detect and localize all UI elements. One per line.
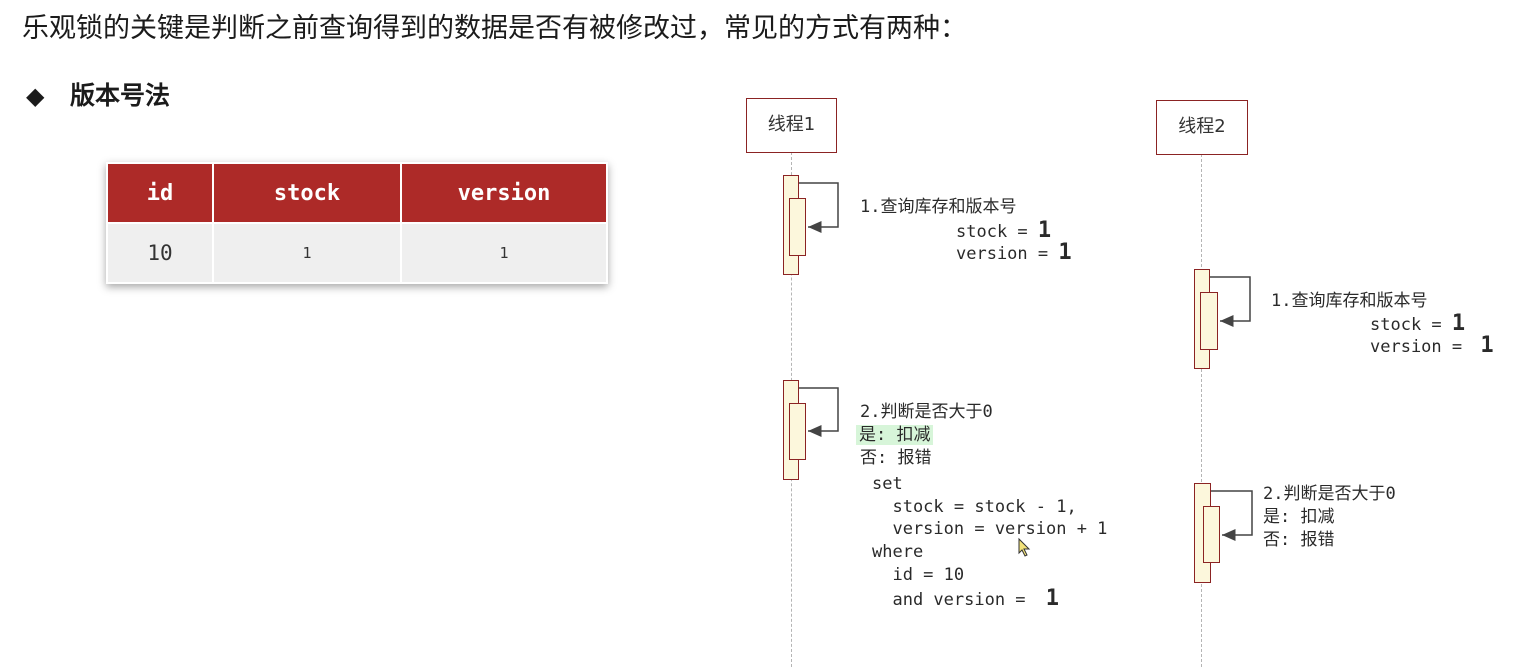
version-label: version = bbox=[1370, 337, 1473, 357]
sql-id-cond: id = 10 bbox=[872, 565, 965, 585]
version-label: version = bbox=[956, 244, 1059, 264]
sql-where: where bbox=[872, 542, 924, 562]
thread2-query-stock: stock = 1 bbox=[1370, 312, 1465, 337]
column-header-version: version bbox=[402, 164, 606, 222]
table-row: 10 1 1 bbox=[108, 224, 606, 282]
cell-stock: 1 bbox=[214, 224, 400, 282]
section-title-text: 版本号法 bbox=[70, 81, 171, 110]
thread2-judge-step: 2.判断是否大于0 bbox=[1263, 484, 1396, 504]
thread2-query-step: 1.查询库存和版本号 bbox=[1271, 291, 1428, 311]
thread2-judge-yes: 是: 扣减 bbox=[1263, 507, 1335, 527]
stock-label: stock = bbox=[1370, 315, 1452, 335]
sql-version-cond: and version = 1 bbox=[872, 587, 1059, 612]
version-cond-label: and version = bbox=[872, 590, 1036, 610]
cell-id: 10 bbox=[108, 224, 212, 282]
cell-version: 1 bbox=[402, 224, 606, 282]
thread1-judge-yes: 是: 扣减 bbox=[856, 424, 934, 447]
sql-version-update: version = version + 1 bbox=[872, 519, 1108, 539]
thread1-query-arrow bbox=[799, 182, 839, 233]
version-cond-value: 1 bbox=[1045, 586, 1060, 611]
stock-value: 1 bbox=[1037, 218, 1052, 243]
stock-value: 1 bbox=[1451, 311, 1466, 336]
thread1-judge-arrow bbox=[799, 387, 839, 437]
thread1-query-version: version = 1 bbox=[956, 241, 1072, 266]
thread2-query-arrow bbox=[1210, 276, 1251, 327]
mouse-cursor-icon bbox=[1018, 537, 1031, 557]
version-value: 1 bbox=[1480, 333, 1494, 358]
thread2-lifeline bbox=[1201, 154, 1202, 667]
diamond-bullet-icon: ◆ bbox=[26, 82, 45, 110]
judge-yes-text: 是: 扣减 bbox=[856, 425, 934, 445]
thread2-query-version: version = 1 bbox=[1370, 334, 1494, 359]
sql-set: set bbox=[872, 474, 903, 494]
column-header-id: id bbox=[108, 164, 212, 222]
thread1-header: 线程1 bbox=[746, 98, 837, 153]
sql-stock-update: stock = stock - 1, bbox=[872, 497, 1077, 517]
thread1-query-step: 1.查询库存和版本号 bbox=[860, 197, 1017, 217]
thread1-self-call-query bbox=[789, 198, 806, 256]
thread2-self-call-judge bbox=[1203, 506, 1220, 563]
thread1-self-call-judge bbox=[789, 403, 806, 460]
section-title: ◆ 版本号法 bbox=[26, 76, 170, 112]
thread2-header: 线程2 bbox=[1156, 100, 1248, 155]
thread1-judge-no: 否: 报错 bbox=[860, 448, 932, 468]
thread2-judge-arrow bbox=[1211, 490, 1253, 541]
table-header-row: id stock version bbox=[108, 164, 606, 222]
thread2-self-call-query bbox=[1200, 292, 1218, 350]
page-heading: 乐观锁的关键是判断之前查询得到的数据是否有被修改过，常见的方式有两种： bbox=[22, 13, 967, 44]
version-table: id stock version 10 1 1 bbox=[106, 162, 608, 284]
thread1-query-stock: stock = 1 bbox=[956, 219, 1051, 244]
stock-label: stock = bbox=[956, 222, 1038, 242]
column-header-stock: stock bbox=[214, 164, 400, 222]
version-value: 1 bbox=[1058, 240, 1072, 265]
thread2-judge-no: 否: 报错 bbox=[1263, 530, 1335, 550]
thread1-judge-step: 2.判断是否大于0 bbox=[860, 402, 993, 422]
